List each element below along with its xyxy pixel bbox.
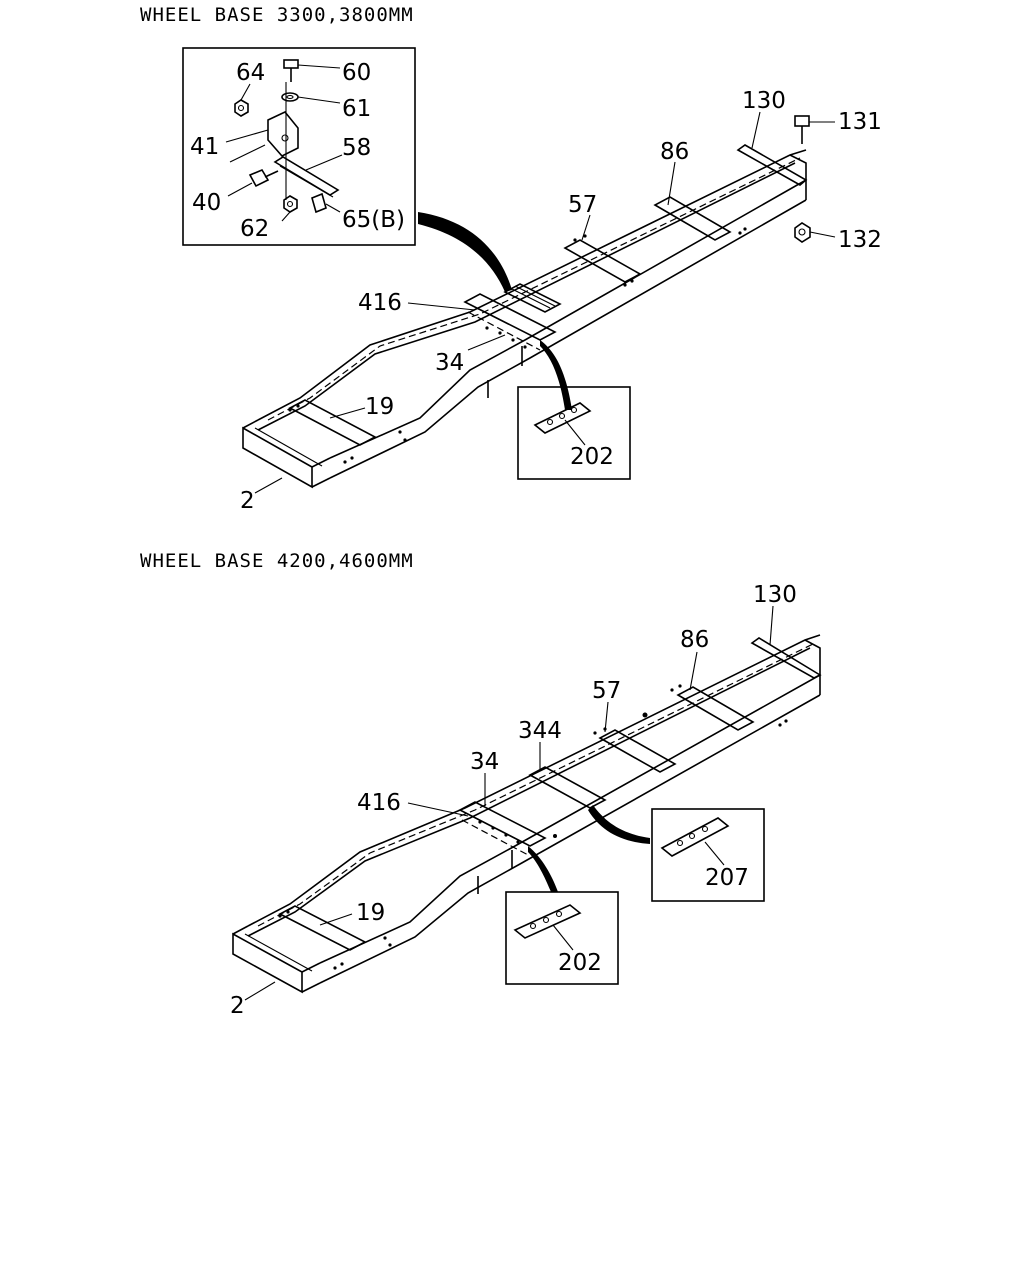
bolt-40-icon	[227, 168, 279, 197]
label-130: 130	[742, 88, 786, 114]
label-34: 34	[435, 350, 464, 376]
crossmember-57-2	[598, 729, 677, 773]
label-65b: 65(B)	[342, 207, 405, 233]
rivet-dots-1	[288, 227, 747, 464]
crossmember-34-1	[463, 293, 557, 351]
detail-box-plate-202-1	[517, 386, 631, 480]
label-416-2: 416	[357, 790, 401, 816]
label-19: 19	[365, 394, 394, 420]
rivet-dots-2	[278, 684, 788, 970]
callout-arrow-plate-202-1	[540, 340, 572, 410]
label-86-2: 86	[680, 627, 709, 653]
crossmember-130-2	[750, 637, 822, 679]
label-61: 61	[342, 96, 371, 122]
label-62: 62	[240, 216, 269, 242]
crossmember-86-1	[653, 196, 732, 241]
label-416: 416	[358, 290, 402, 316]
label-131: 131	[838, 109, 882, 135]
callout-arrow-plate-207	[588, 805, 650, 844]
leader-lines-1	[254, 111, 761, 494]
label-60: 60	[342, 60, 371, 86]
nut-62-icon	[281, 195, 298, 222]
nut-132-icon	[794, 222, 836, 243]
labels-1: 64 60 61 41 58 40 62 65(B) 130 131 132 8…	[190, 60, 882, 514]
callout-arrow-bracket-1	[418, 212, 512, 292]
front-crossmember-1	[242, 419, 331, 489]
label-202: 202	[570, 444, 614, 470]
label-57: 57	[568, 192, 597, 218]
label-64: 64	[236, 60, 265, 86]
crossmember-130-1	[736, 144, 808, 186]
bracket-41-icon	[225, 111, 299, 157]
label-86: 86	[660, 139, 689, 165]
nut-64-icon	[234, 83, 251, 117]
crossmember-57-1	[563, 239, 642, 283]
crossmember-86-2	[676, 686, 755, 731]
label-40: 40	[192, 190, 221, 216]
label-344-2: 344	[518, 718, 562, 744]
left-frame-rail-2	[247, 634, 821, 937]
right-frame-rail-1	[329, 154, 807, 479]
label-130-2: 130	[753, 582, 797, 608]
right-frame-rail-2	[319, 639, 821, 984]
detail-box-bracket-1	[182, 47, 416, 246]
crossmember-19-1	[288, 399, 377, 446]
crossmember-34-2	[458, 801, 547, 857]
label-202-2: 202	[558, 950, 602, 976]
clip-65b-icon	[311, 192, 341, 214]
frame-assembly-1	[242, 144, 808, 489]
crossmember-19-2	[278, 905, 367, 951]
label-41: 41	[190, 134, 219, 160]
labels-2: 130 86 57 344 34 416 19 2 202 207	[230, 582, 797, 1019]
label-207-2: 207	[705, 865, 749, 891]
label-2-2: 2	[230, 993, 245, 1019]
callout-arrow-plate-202-2	[528, 846, 558, 892]
left-frame-rail-1	[257, 149, 807, 431]
bolt-131-icon	[794, 115, 835, 144]
heading-wheel-base-4200-4600: WHEEL BASE 4200,4600MM	[140, 550, 414, 572]
front-crossmember-2	[232, 925, 321, 994]
label-132: 132	[838, 227, 882, 253]
washer-61-icon	[281, 92, 341, 104]
bracket-58-on-frame	[503, 283, 562, 313]
frame-assembly-2	[232, 634, 822, 994]
label-57-2: 57	[592, 678, 621, 704]
label-2: 2	[240, 488, 255, 514]
label-34-2: 34	[470, 749, 499, 775]
detail-box-plate-207	[651, 808, 765, 902]
heading-wheel-base-3300-3800: WHEEL BASE 3300,3800MM	[140, 4, 414, 26]
detail-box-plate-202-2	[505, 891, 619, 985]
bolt-60-icon	[283, 59, 341, 82]
channel-58-icon	[273, 154, 343, 198]
label-58: 58	[342, 135, 371, 161]
leader-lines-2	[244, 605, 774, 1001]
label-19-2: 19	[356, 900, 385, 926]
